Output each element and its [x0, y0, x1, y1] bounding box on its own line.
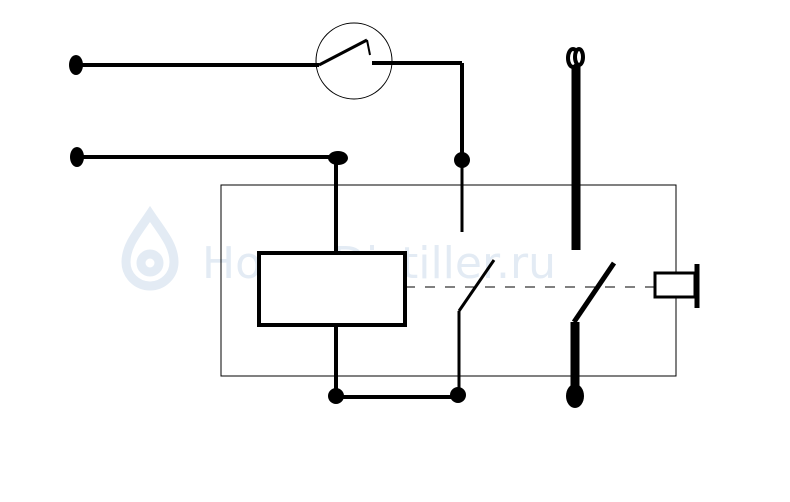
test-pushbutton [653, 264, 700, 308]
coil-return-line [328, 325, 466, 404]
droplet-logo-icon [121, 205, 179, 291]
power-contact [566, 47, 617, 408]
power-terminal-bottom [566, 384, 584, 408]
top-input-line [69, 22, 470, 168]
bottom-input-line [70, 147, 348, 253]
relay-coil [257, 251, 407, 327]
control-contact [457, 160, 496, 395]
power-terminal-top [566, 47, 585, 69]
